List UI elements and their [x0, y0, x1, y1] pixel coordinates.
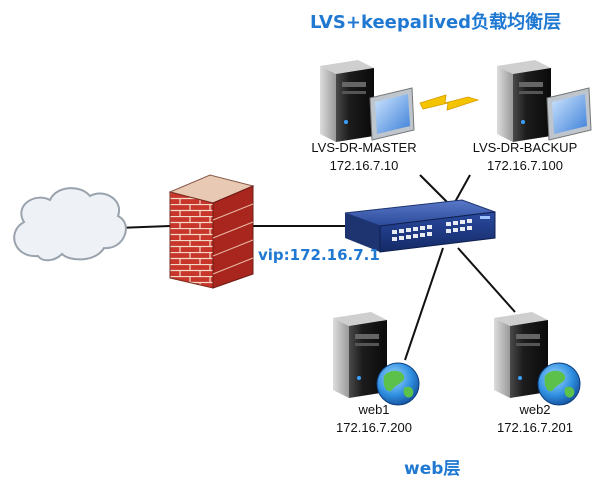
link-backup-switch — [454, 174, 471, 203]
link-master-switch — [419, 174, 448, 203]
lvs-master-server-icon — [320, 60, 415, 142]
lvs-backup-server-icon — [497, 60, 592, 142]
link-switch-web2 — [457, 247, 516, 313]
master-name-label: LVS-DR-MASTER — [311, 140, 417, 155]
backup-ip-label: 172.16.7.100 — [487, 158, 563, 173]
master-ip-label: 172.16.7.10 — [329, 158, 399, 173]
internet-cloud-icon — [13, 187, 127, 262]
web1-globe-icon — [376, 362, 420, 406]
link-switch-web1 — [404, 247, 444, 361]
web2-globe-icon — [537, 362, 581, 406]
web2-ip-label: 172.16.7.201 — [497, 420, 573, 435]
lb-layer-title: LVS+keepalived负载均衡层 — [310, 12, 562, 33]
web-layer-title: web层 — [404, 459, 461, 479]
network-switch-icon — [344, 199, 496, 253]
vip-label: vip:172.16.7.1 — [258, 246, 380, 264]
web2-name-label: web2 — [519, 402, 551, 417]
firewall-icon — [168, 174, 255, 289]
web1-name-label: web1 — [358, 402, 390, 417]
backup-name-label: LVS-DR-BACKUP — [472, 140, 578, 155]
links — [117, 174, 516, 361]
web1-ip-label: 172.16.7.200 — [336, 420, 412, 435]
heartbeat-bolt-icon — [419, 94, 480, 111]
